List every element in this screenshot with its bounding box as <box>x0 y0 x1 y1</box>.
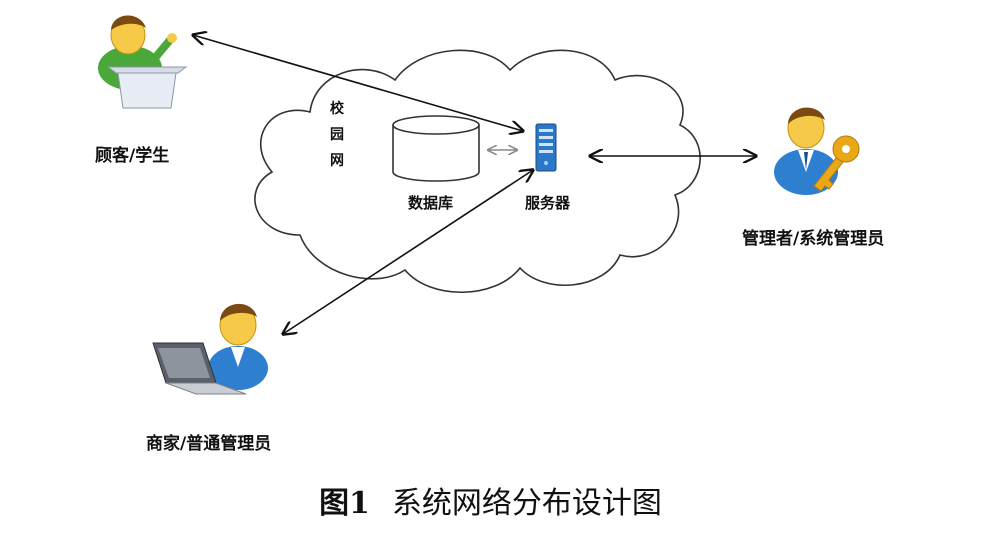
admin-person-key-icon <box>774 107 860 195</box>
figure-number: 图1 <box>319 486 370 521</box>
arrow-customer-server <box>193 35 523 131</box>
merchant-label: 商家/普通管理员 <box>146 434 272 454</box>
figure-caption: 图1 系统网络分布设计图 <box>0 478 981 522</box>
arrow-server-merchant <box>283 170 533 334</box>
figure-title: 系统网络分布设计图 <box>391 486 662 521</box>
presenter-person-icon <box>98 15 188 109</box>
campus-network-label: 校园网 <box>330 101 344 169</box>
server-label: 服务器 <box>525 194 571 212</box>
customer-label: 顾客/学生 <box>95 146 170 166</box>
laptop-person-icon <box>152 303 268 395</box>
database-label: 数据库 <box>408 194 454 212</box>
database-icon <box>392 115 480 182</box>
server-icon <box>535 123 557 172</box>
admin-label: 管理者/系统管理员 <box>742 229 885 249</box>
